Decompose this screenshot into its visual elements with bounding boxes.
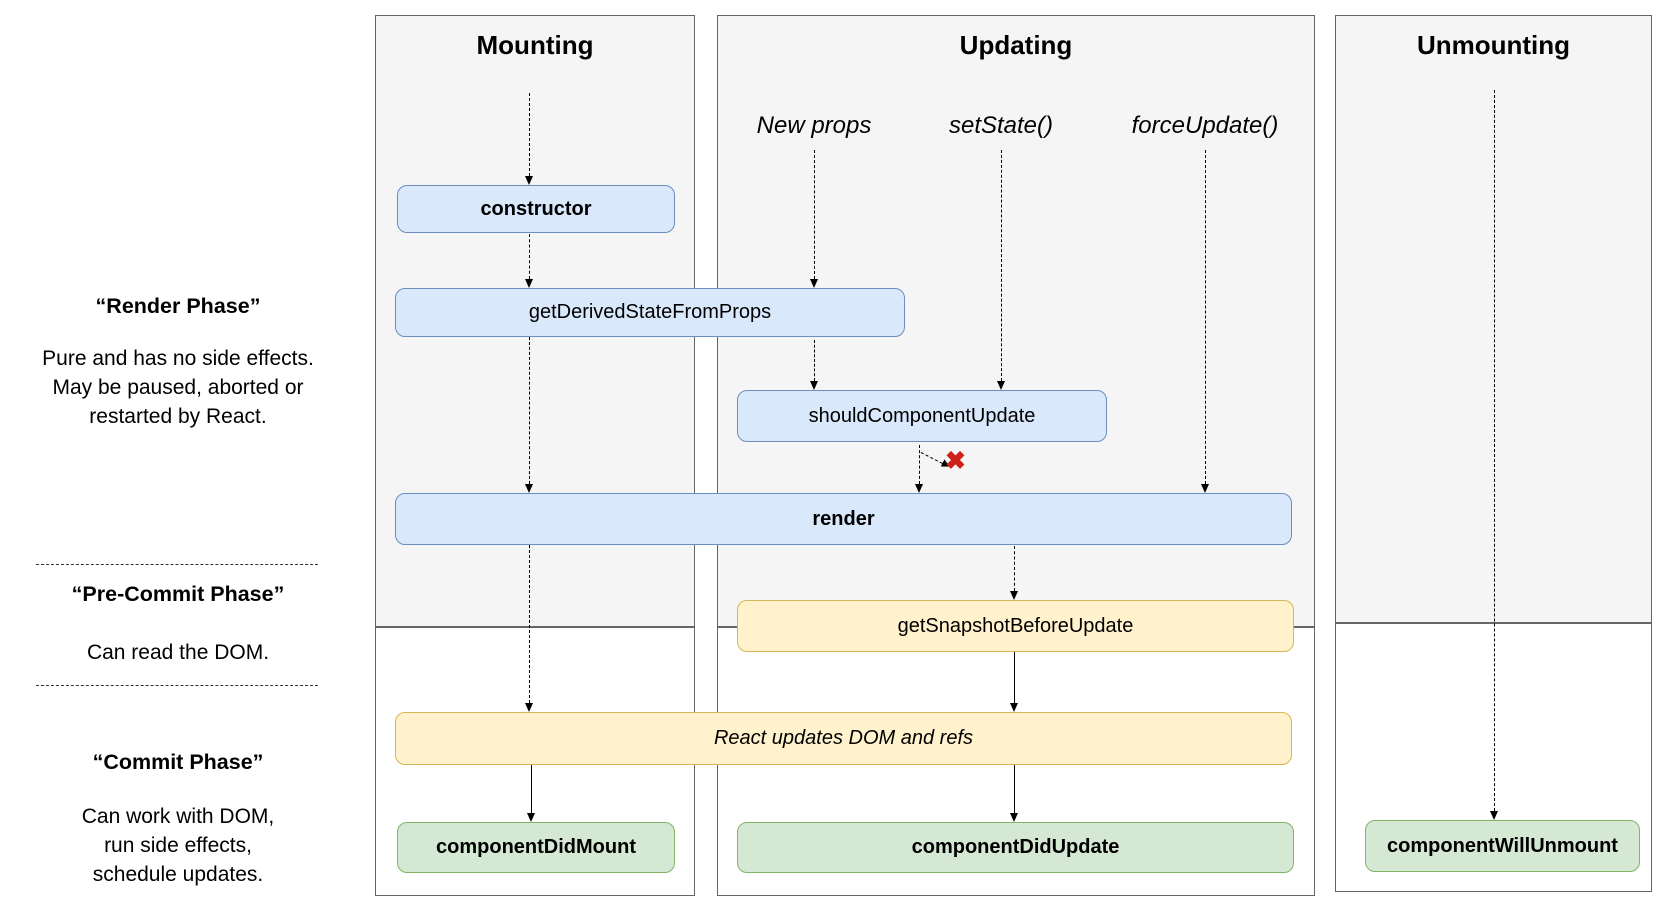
force-update-label: forceUpdate() (1131, 112, 1279, 139)
pre-commit-phase-title: “Pre-Commit Phase” (71, 582, 285, 606)
getsnapshotbeforeupdate-box: getSnapshotBeforeUpdate (737, 600, 1294, 652)
arrow-getderivedstate-to-shouldupdate (809, 340, 818, 390)
arrow-constructor-to-getderivedstate (524, 234, 533, 288)
mounting-column-title: Mounting (476, 30, 594, 60)
render-phase-desc: Pure and has no side effects. May be pau… (42, 347, 314, 428)
unmounting-column-title: Unmounting (1416, 30, 1571, 60)
reject-x-icon: ✖ (945, 447, 966, 475)
arrow-unmounting-to-componentwillunmount (1489, 90, 1498, 820)
phase-separator-bottom (36, 685, 318, 686)
commit-phase-desc: Can work with DOM, run side effects, sch… (81, 805, 275, 886)
getderivedstatefromprops-box: getDerivedStateFromProps (395, 288, 905, 337)
render-phase-title: “Render Phase” (95, 294, 261, 318)
set-state-label: setState() (948, 112, 1054, 139)
componentdidupdate-box: componentDidUpdate (737, 822, 1294, 873)
arrow-getderivedstate-to-render-mounting (524, 337, 533, 493)
arrow-render-to-getsnapshot (1009, 546, 1018, 600)
componentdidmount-box: componentDidMount (397, 822, 675, 873)
unmounting-render-phase-panel (1335, 15, 1652, 623)
arrow-reactupdates-to-componentdidupdate (1009, 765, 1018, 822)
arrow-setstate-to-shouldcomponentupdate (996, 150, 1005, 390)
arrow-shouldupdate-to-render (914, 445, 923, 493)
commit-phase-title: “Commit Phase” (92, 750, 264, 774)
new-props-label: New props (756, 112, 872, 139)
arrow-getsnapshot-to-reactupdates (1009, 652, 1018, 712)
arrow-mounting-start-to-constructor (524, 93, 533, 185)
phase-separator-top (36, 564, 318, 565)
arrow-render-to-reactupdates-mounting (524, 545, 533, 712)
arrow-reactupdates-to-componentdidmount (526, 765, 535, 822)
updating-column-title: Updating (959, 30, 1073, 60)
arrow-forceupdate-to-render (1200, 150, 1209, 493)
render-box: render (395, 493, 1292, 545)
arrow-newprops-to-getderivedstate (809, 150, 818, 288)
pre-commit-phase-desc: Can read the DOM. (86, 641, 270, 664)
constructor-box: constructor (397, 185, 675, 233)
componentwillunmount-box: componentWillUnmount (1365, 820, 1640, 872)
react-updates-dom-box: React updates DOM and refs (395, 712, 1292, 765)
shouldcomponentupdate-box: shouldComponentUpdate (737, 390, 1107, 442)
